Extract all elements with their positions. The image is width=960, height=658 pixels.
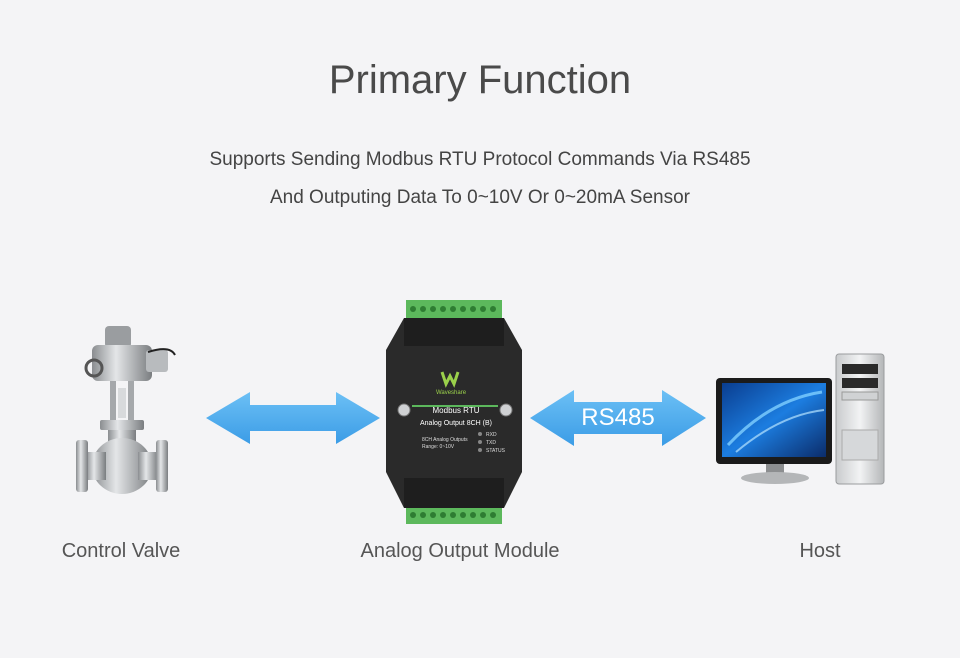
- led-label-status: STATUS: [486, 448, 506, 454]
- module-brand: Waveshare: [436, 390, 467, 396]
- page-title: Primary Function: [328, 58, 632, 102]
- caption-analog-output-module: Analog Output Module: [360, 540, 560, 562]
- control-valve-icon: [76, 326, 176, 494]
- subtitle-line-2: And Outputing Data To 0~10V Or 0~20mA Se…: [269, 187, 691, 208]
- led-label-txd: TXD: [486, 440, 496, 446]
- caption-control-valve: Control Valve: [61, 540, 181, 562]
- double-arrow-left: [206, 392, 380, 444]
- caption-host: Host: [799, 540, 841, 562]
- rs485-label: RS485: [581, 404, 655, 431]
- double-arrow-rs485: [530, 390, 706, 446]
- module-line-4: Range: 0~10V: [422, 444, 455, 450]
- module-line-1: Modbus RTU: [433, 406, 480, 415]
- module-line-3: 8CH Analog Outputs: [422, 437, 468, 443]
- led-label-rxd: RXD: [486, 432, 497, 438]
- host-computer-icon: [716, 353, 885, 485]
- analog-output-module-icon: Waveshare Modbus RTU Analog Output 8CH (…: [386, 300, 522, 524]
- subtitle-line-1: Supports Sending Modbus RTU Protocol Com…: [209, 149, 751, 170]
- module-line-2: Analog Output 8CH (B): [420, 420, 492, 427]
